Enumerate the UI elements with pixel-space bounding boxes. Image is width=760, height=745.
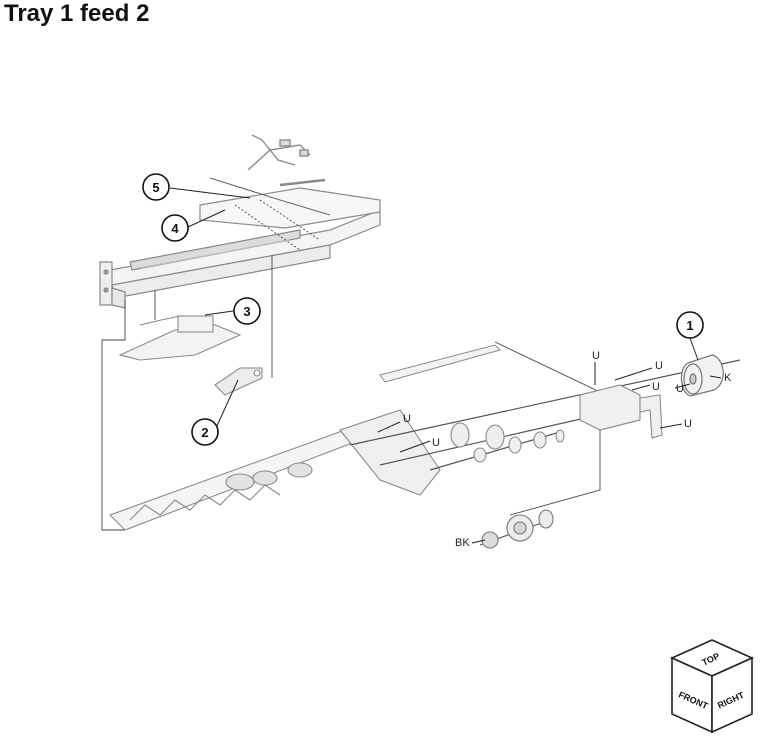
callout-1-label: 1 bbox=[686, 318, 693, 333]
callout-4: 4 bbox=[161, 214, 189, 242]
hardware-label-u3: U bbox=[652, 381, 660, 393]
clutch-assembly bbox=[680, 354, 724, 397]
page-title: Tray 1 feed 2 bbox=[4, 0, 150, 27]
roller-set bbox=[450, 422, 565, 463]
callout-2: 2 bbox=[191, 418, 219, 446]
callout-4-label: 4 bbox=[171, 221, 179, 236]
sensor-bracket bbox=[118, 315, 242, 361]
leader-lines bbox=[169, 187, 722, 544]
wire-harness bbox=[247, 134, 326, 187]
guide-plate bbox=[379, 344, 501, 383]
hardware-label-u1: U bbox=[592, 350, 600, 362]
callout-3: 3 bbox=[233, 297, 261, 325]
callout-2-label: 2 bbox=[201, 425, 208, 440]
gear-group bbox=[479, 509, 554, 549]
right-side-bracket bbox=[579, 384, 663, 439]
callout-1: 1 bbox=[676, 311, 704, 339]
hardware-label-u2: U bbox=[655, 360, 663, 372]
orientation-cube-icon: TOP FRONT RIGHT bbox=[670, 639, 754, 734]
hardware-label-bk: BK bbox=[455, 537, 470, 549]
hardware-label-u7: U bbox=[684, 418, 692, 430]
hardware-label-u5: U bbox=[403, 413, 411, 425]
alignment-lines bbox=[101, 177, 601, 531]
callout-5: 5 bbox=[142, 173, 170, 201]
actuator-flag bbox=[214, 367, 263, 396]
callout-5-label: 5 bbox=[152, 180, 159, 195]
upper-frame-assembly bbox=[99, 187, 381, 309]
hardware-label-u4: U bbox=[676, 383, 684, 395]
callout-3-label: 3 bbox=[243, 304, 250, 319]
lower-feed-frame bbox=[108, 409, 441, 531]
hardware-label-k: K bbox=[724, 372, 732, 384]
hardware-label-u6: U bbox=[432, 437, 440, 449]
